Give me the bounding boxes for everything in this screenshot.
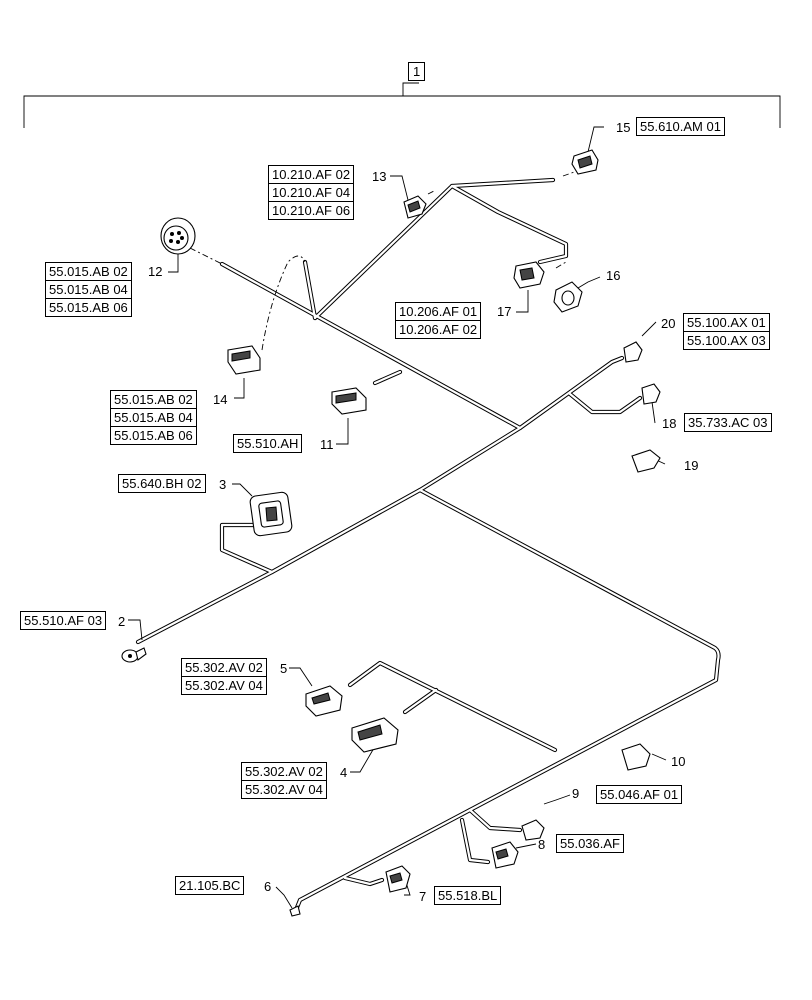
- wire-segment-inner: [403, 688, 438, 714]
- ref-20-a: 55.100.AX 01: [687, 315, 766, 330]
- connector-11: [331, 387, 367, 415]
- connector-13: [403, 195, 427, 219]
- ref-box-11: 55.510.AH: [233, 434, 303, 453]
- wire-segment-inner: [450, 184, 568, 264]
- connector-15: [571, 149, 599, 175]
- item-number-5: 5: [280, 661, 288, 676]
- wire-segment-inner: [518, 356, 624, 430]
- assembly-bracket: [23, 82, 781, 128]
- ref-box-18: 35.733.AC 03: [684, 413, 772, 432]
- item-number-14: 14: [213, 392, 228, 407]
- ref-12-a: 55.015.AB 02: [49, 264, 128, 279]
- ref-13-a: 10.210.AF 02: [272, 167, 351, 182]
- ref-box-2: 55.510.AF 03: [20, 611, 107, 630]
- item-number-9: 9: [572, 786, 580, 801]
- connector-14: [227, 345, 261, 375]
- connector-8: [491, 841, 519, 869]
- harness-wires-inner: [136, 178, 720, 912]
- wire-segment-inner: [348, 661, 557, 752]
- wire-segment-inner: [220, 523, 274, 574]
- ref-20-b: 55.100.AX 03: [684, 331, 769, 349]
- ref-box-7: 55.518.BL: [434, 886, 502, 905]
- item-number-16: 16: [606, 268, 621, 283]
- item-number-13: 13: [372, 169, 387, 184]
- ref-box-10: 55.046.AF 01: [596, 785, 683, 804]
- ref-5-a: 55.302.AV 02: [185, 660, 263, 675]
- wire-segment-inner: [568, 392, 642, 414]
- connector-18: [641, 383, 661, 405]
- ref-box-8: 55.036.AF: [556, 834, 624, 853]
- wire-segment-inner: [460, 818, 490, 864]
- harness-wires: [135, 177, 721, 913]
- item-number-15: 15: [616, 120, 631, 135]
- terminal-2-ring: [121, 647, 147, 663]
- item-number-4: 4: [340, 765, 348, 780]
- item-number-19: 19: [684, 458, 699, 473]
- ref-box-4: 55.302.AV 02 55.302.AV 04: [241, 762, 327, 799]
- connector-12-round: [160, 217, 196, 255]
- ref-box-15: 55.610.AM 01: [636, 117, 725, 136]
- wire-segment-inner: [468, 808, 522, 832]
- ref-14-c: 55.015.AB 06: [111, 426, 196, 444]
- wire-segment-inner: [373, 370, 402, 385]
- connector-4: [351, 717, 399, 753]
- item-number-20: 20: [661, 316, 676, 331]
- ref-13-b: 10.210.AF 04: [269, 183, 354, 201]
- ref-box-20: 55.100.AX 01 55.100.AX 03: [683, 313, 770, 350]
- wire-segment-inner: [343, 876, 384, 886]
- wire-segment: [449, 183, 569, 265]
- ref-box-14: 55.015.AB 02 55.015.AB 04 55.015.AB 06: [110, 390, 197, 445]
- assembly-callout: 1: [408, 62, 426, 81]
- ref-box-17: 10.206.AF 01 10.206.AF 02: [395, 302, 482, 339]
- item-number-10: 10: [671, 754, 686, 769]
- item-number-17: 17: [497, 304, 512, 319]
- item-number-6: 6: [264, 879, 272, 894]
- ref-5-b: 55.302.AV 04: [182, 676, 266, 694]
- ref-box-6: 21.105.BC: [175, 876, 245, 895]
- connector-9: [521, 819, 545, 841]
- ref-13-c: 10.210.AF 06: [269, 201, 354, 219]
- connector-10: [621, 743, 651, 771]
- connector-3: [249, 491, 293, 537]
- wire-segment-inner: [298, 488, 720, 902]
- dashed-links: [189, 169, 581, 351]
- connector-17: [513, 261, 545, 289]
- ref-box-12: 55.015.AB 02 55.015.AB 04 55.015.AB 06: [45, 262, 132, 317]
- ref-17-a: 10.206.AF 01: [399, 304, 478, 319]
- ref-12-c: 55.015.AB 06: [46, 298, 131, 316]
- connector-20: [623, 341, 643, 363]
- ref-box-5: 55.302.AV 02 55.302.AV 04: [181, 658, 267, 695]
- connector-19: [631, 449, 661, 473]
- leader-lines: [128, 126, 667, 909]
- connector-5: [305, 685, 343, 717]
- ref-box-13: 10.210.AF 02 10.210.AF 04 10.210.AF 06: [268, 165, 355, 220]
- item-number-18: 18: [662, 416, 677, 431]
- wire-segment-inner: [303, 260, 317, 320]
- wire-segment-inner: [136, 262, 522, 644]
- wire-segment: [467, 807, 523, 833]
- item-number-12: 12: [148, 264, 163, 279]
- item-number-7: 7: [419, 889, 427, 904]
- connector-7: [385, 865, 411, 893]
- wire-segment: [297, 487, 721, 903]
- ref-4-b: 55.302.AV 04: [242, 780, 326, 798]
- ref-4-a: 55.302.AV 02: [245, 764, 323, 779]
- item-number-8: 8: [538, 837, 546, 852]
- ref-14-b: 55.015.AB 04: [111, 408, 196, 426]
- ref-17-b: 10.206.AF 02: [396, 320, 481, 338]
- ref-box-3: 55.640.BH 02: [118, 474, 206, 493]
- item-number-11: 11: [320, 437, 334, 452]
- connector-16: [553, 281, 583, 313]
- terminal-6: [289, 905, 301, 917]
- item-number-2: 2: [118, 614, 126, 629]
- item-number-3: 3: [219, 477, 227, 492]
- ref-12-b: 55.015.AB 04: [46, 280, 131, 298]
- ref-14-a: 55.015.AB 02: [114, 392, 193, 407]
